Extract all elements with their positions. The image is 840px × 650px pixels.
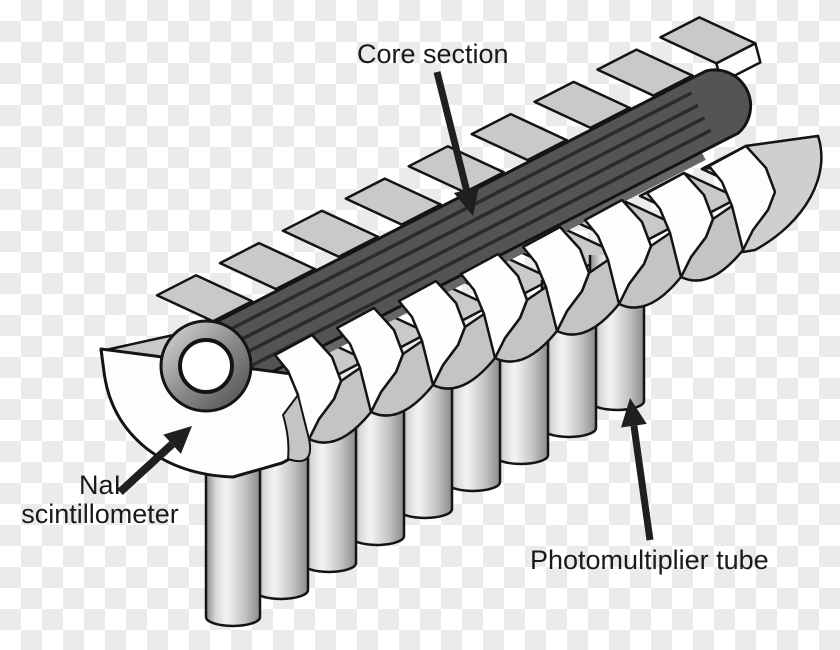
nai-scintillometer-arrow-shaft xyxy=(117,441,175,495)
core-stripe xyxy=(229,91,693,331)
photomultiplier-tube-cylinder xyxy=(204,455,262,628)
photomultiplier-tube-label: Photomultiplier tube xyxy=(530,545,769,575)
core-stripe xyxy=(248,128,712,369)
core-section-label: Core section xyxy=(357,39,509,69)
core-section-arrow-head xyxy=(453,186,480,216)
nai-scintillometer-label-line1: NaI xyxy=(78,470,122,500)
near-detector-hull xyxy=(282,394,311,463)
photomultiplier-tube-arrow-shaft xyxy=(630,425,654,541)
core-end-hole xyxy=(178,338,234,394)
nai-scintillometer-label: NaI scintillometer xyxy=(18,471,182,529)
photomultiplier-tube-arrow-head xyxy=(621,398,647,428)
nai-scintillometer-label-line2: scintillometer xyxy=(21,499,179,529)
core-stripe xyxy=(236,103,699,344)
core-section-arrow-shaft xyxy=(433,71,470,191)
nai-scintillometer-arrow-head xyxy=(163,426,192,454)
core-stripe xyxy=(242,116,706,356)
